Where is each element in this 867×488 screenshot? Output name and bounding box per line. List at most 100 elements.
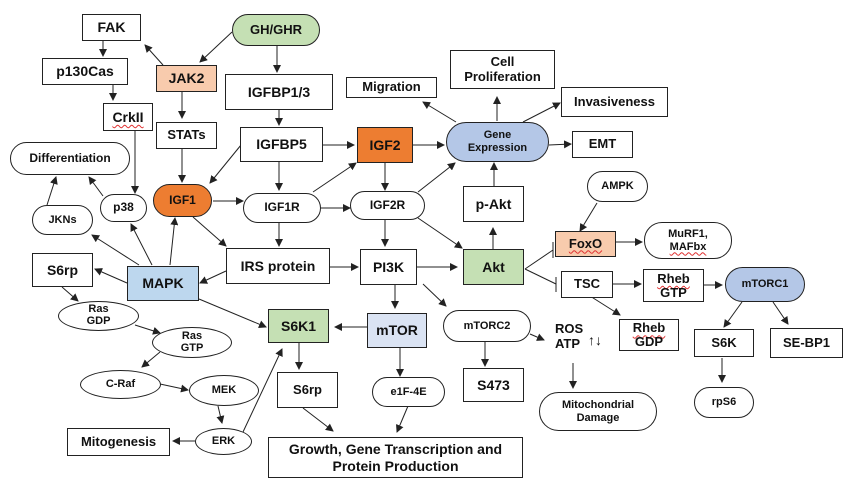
node-fak[interactable]: FAK <box>82 14 141 41</box>
node-s6rp-bottom[interactable]: S6rp <box>277 372 338 408</box>
label: IGF2R <box>369 197 406 212</box>
label: mTORC2 <box>463 319 511 332</box>
label: EMT <box>588 136 617 152</box>
edge-gene-emt <box>548 140 572 149</box>
label: AMPK <box>601 180 634 193</box>
label-line2: Damage <box>576 411 620 424</box>
node-murf1-mafbx[interactable]: MuRF1,MAFbx <box>644 222 732 259</box>
node-ampk[interactable]: AMPK <box>587 171 648 202</box>
label-line1: Mitochondrial <box>561 398 635 411</box>
node-c-raf[interactable]: C-Raf <box>80 370 161 399</box>
label: C-Raf <box>105 378 136 391</box>
node-s473[interactable]: S473 <box>463 368 524 402</box>
node-p130cas[interactable]: p130Cas <box>42 58 128 85</box>
node-pi3k[interactable]: PI3K <box>360 249 417 285</box>
node-gh-ghr[interactable]: GH/GHR <box>232 14 320 46</box>
node-irs-protein[interactable]: IRS protein <box>226 248 330 284</box>
edge-s6rp-growth <box>302 407 334 432</box>
edge-tsc-rhebgdp <box>589 295 621 316</box>
edge-akt-inhibit-tsc <box>524 268 557 285</box>
node-erk[interactable]: ERK <box>195 428 252 455</box>
arrows-glyph: ↑↓ <box>588 331 602 348</box>
edge-mek-erk <box>216 405 225 424</box>
edge-jkns-diff <box>46 176 58 206</box>
node-p-akt[interactable]: p-Akt <box>463 186 524 222</box>
label: ERK <box>211 435 236 448</box>
node-igfbp13[interactable]: IGFBP1/3 <box>225 74 333 110</box>
node-mitogenesis[interactable]: Mitogenesis <box>67 428 170 456</box>
node-igf1[interactable]: IGF1 <box>153 184 212 217</box>
label: TSC <box>574 276 600 292</box>
node-stats[interactable]: STATs <box>156 122 217 149</box>
edge-irs-mapk <box>199 270 227 284</box>
node-crkii[interactable]: CrkII <box>103 103 153 131</box>
label: rpS6 <box>711 396 737 409</box>
node-emt[interactable]: EMT <box>572 131 633 158</box>
label-line2: Expression <box>467 142 528 154</box>
edge-igf1-irs <box>192 216 227 247</box>
node-migration[interactable]: Migration <box>346 77 437 98</box>
edge-e1f4e-growth <box>396 405 409 433</box>
edge-mapk-s6k1 <box>198 298 267 328</box>
edge-rasgdp-rasgtp <box>134 324 161 335</box>
node-p38[interactable]: p38 <box>100 194 147 222</box>
label: p130Cas <box>56 63 114 80</box>
edge-gene-invasive <box>522 102 561 123</box>
label-line1: Growth, Gene Transcription and <box>288 441 503 458</box>
node-mtor[interactable]: mTOR <box>367 313 427 348</box>
edge-mapk-igf1 <box>169 217 179 266</box>
node-se-bp1[interactable]: SE-BP1 <box>770 328 843 358</box>
label: IGFBP1/3 <box>247 83 311 100</box>
label: Akt <box>482 258 505 275</box>
node-igf2r[interactable]: IGF2R <box>350 191 425 220</box>
node-igf1r[interactable]: IGF1R <box>243 193 321 223</box>
node-mtorc1[interactable]: mTORC1 <box>725 267 805 302</box>
label: mTORC1 <box>741 278 789 291</box>
label: STATs <box>167 127 206 143</box>
node-s6k1[interactable]: S6K1 <box>268 309 329 343</box>
node-invasiveness[interactable]: Invasiveness <box>561 87 668 117</box>
node-mapk[interactable]: MAPK <box>127 266 199 301</box>
label-line1: Cell <box>490 53 515 69</box>
node-rps6[interactable]: rpS6 <box>694 387 754 418</box>
up-down-arrows-icon: ↑↓ <box>588 330 608 350</box>
edge-p38-diff <box>88 176 104 197</box>
edge-gh-jak2 <box>199 31 233 63</box>
label: PI3K <box>372 258 405 275</box>
node-mek[interactable]: MEK <box>189 375 259 406</box>
node-foxo[interactable]: FoxO <box>555 231 616 257</box>
edge-jak2-fak <box>144 44 164 66</box>
node-s6rp-left[interactable]: S6rp <box>32 253 93 287</box>
edge-rasgtp-craf <box>141 351 161 368</box>
node-mtorc2[interactable]: mTORC2 <box>443 310 531 342</box>
label: S6rp <box>293 381 322 397</box>
label-line2: MAFbx <box>669 240 707 253</box>
node-tsc[interactable]: TSC <box>561 271 613 298</box>
node-e1f4e[interactable]: e1F-4E <box>372 377 445 407</box>
label: S6rp <box>46 261 79 278</box>
label: Invasiveness <box>574 93 655 109</box>
label: IGF2 <box>369 136 401 153</box>
node-jkns[interactable]: JKNs <box>32 205 93 235</box>
label-line2: Protein Production <box>332 457 459 474</box>
node-akt[interactable]: Akt <box>463 249 524 285</box>
label: MEK <box>211 384 237 397</box>
edge-igf2r-akt <box>417 217 463 249</box>
edge-igf1r-igf2 <box>312 162 357 193</box>
label-line2: GTP <box>180 341 204 354</box>
node-s6k[interactable]: S6K <box>694 329 754 357</box>
node-igf2[interactable]: IGF2 <box>357 127 413 163</box>
edge-mapk-jkns <box>91 234 140 266</box>
label: MAPK <box>142 275 184 292</box>
node-igfbp5[interactable]: IGFBP5 <box>240 127 323 162</box>
node-differentiation[interactable]: Differentiation <box>10 142 130 175</box>
node-jak2[interactable]: JAK2 <box>156 65 217 92</box>
